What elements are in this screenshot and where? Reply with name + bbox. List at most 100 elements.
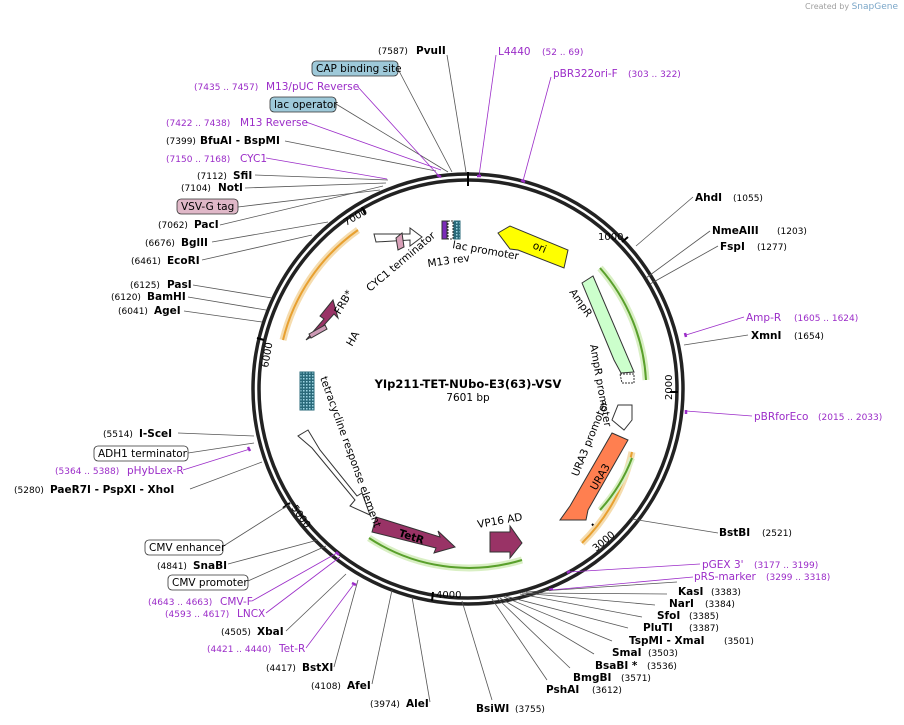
ori-label: ori — [531, 240, 548, 256]
primer-prs-name: pRS-marker — [694, 571, 757, 583]
leader-phyblex — [182, 448, 251, 471]
leader-xbai — [285, 573, 347, 632]
leader-iscei — [177, 432, 255, 437]
site-xhoi-name: PaeR7I - PspXI - XhoI — [50, 484, 174, 496]
leader-lac-operator — [335, 103, 449, 173]
leader-bfuai — [284, 140, 437, 172]
site-ecori-name: EcoRI — [167, 255, 200, 267]
primer-pbrforeco-name: pBRforEco — [754, 411, 808, 423]
tick-6000 — [256, 337, 265, 341]
tre-arrow — [297, 429, 371, 516]
ha-label: HA — [344, 329, 362, 349]
primer-mark-prs — [548, 587, 554, 592]
site-bsabi-name: BsaBI * — [595, 660, 638, 672]
leader-nari — [523, 592, 668, 595]
leader-noti — [244, 182, 387, 189]
credit-prefix: Created by — [805, 2, 850, 11]
plasmid-name: YIp211-TET-NUbo-E3(63)-VSV — [374, 377, 562, 391]
leader-cyc1 — [265, 157, 388, 180]
leader-xhoi — [189, 461, 263, 490]
vsv-g-mark — [395, 232, 405, 251]
primer-lncx-pos: (4593 .. 4617) — [165, 610, 229, 620]
site-fspi-pos: (1277) — [757, 243, 787, 253]
site-bstbi-name: BstBI — [719, 527, 750, 539]
site-nmeaiii-pos: (1203) — [777, 227, 807, 237]
primer-leader-lines — [182, 54, 753, 649]
cmv-promoter-label: CMV promoter — [172, 577, 248, 589]
primer-cmvf-pos: (4643 .. 4663) — [148, 598, 212, 608]
ura3-orf-inner-arc — [599, 457, 633, 511]
site-bmgbi-name: BmgBI — [573, 672, 611, 684]
ori-arrow — [497, 225, 569, 269]
primer-phyblex-pos: (5364 .. 5388) — [55, 467, 119, 477]
primer-ampr-pos: (1605 .. 1624) — [794, 314, 858, 324]
adh1-terminator-label: ADH1 terminator — [98, 448, 188, 460]
site-nari-name: NarI — [669, 598, 694, 610]
site-ecori-pos: (6461) — [131, 257, 161, 267]
m13-rev-label: M13 rev — [427, 252, 471, 270]
primer-mark-cmvf — [335, 551, 340, 556]
site-pasi-name: PasI — [167, 279, 192, 291]
site-ahdi-pos: (1055) — [733, 194, 763, 204]
primer-m13rev-pos: (7422 .. 7438) — [166, 119, 230, 129]
site-bglii-name: BglII — [181, 237, 208, 249]
tick-label-1000: 1000 — [598, 232, 623, 243]
tick-label-5000: 5000 — [289, 503, 313, 530]
frb-label: FRB* — [332, 288, 355, 316]
tetr-label: TetR — [397, 527, 425, 546]
site-bfuai-pos: (7399) — [166, 137, 196, 147]
leader-alei — [411, 596, 431, 703]
site-snabi-pos: (4841) — [157, 562, 187, 572]
leader-m13rev — [305, 121, 442, 171]
leader-tspmi — [504, 595, 629, 629]
site-xbai-pos: (4505) — [221, 628, 251, 638]
ampr-arrow — [581, 275, 635, 374]
vp16-ad-arrow — [489, 524, 523, 560]
site-iscei-pos: (5514) — [103, 430, 133, 440]
leader-ampr-primer — [685, 316, 745, 336]
site-kasi-pos: (3383) — [711, 588, 741, 598]
leader-l4440 — [478, 54, 497, 177]
leader-pbrforeco — [685, 410, 753, 417]
primer-pbr322ori-name: pBR322ori-F — [553, 68, 618, 80]
site-bstxi-name: BstXI — [302, 662, 333, 674]
boxed-labels: CAP binding site lac operator VSV-G tag … — [93, 60, 402, 591]
site-pshai-name: PshAI — [546, 684, 579, 696]
site-xhoi-pos: (5280) — [14, 486, 44, 496]
site-snabi-name: SnaBI — [193, 560, 227, 572]
site-bsiwi-name: BsiWI — [476, 703, 509, 715]
site-nari-pos: (3384) — [705, 600, 735, 610]
site-pvuii-name: PvuII — [416, 45, 446, 57]
site-noti-name: NotI — [218, 182, 243, 194]
site-bstxi-pos: (4417) — [266, 664, 296, 674]
leader-pvuii — [446, 54, 467, 173]
site-bglii-pos: (6676) — [145, 239, 175, 249]
lac-promoter-mark — [447, 220, 454, 240]
site-fspi-name: FspI — [720, 241, 745, 253]
site-bfuai-name: BfuAI - BspMI — [200, 135, 280, 147]
leader-tetr-primer — [305, 583, 355, 649]
leader-pshai — [491, 598, 548, 681]
lac-operator-box — [269, 96, 337, 113]
site-paci-pos: (7062) — [158, 221, 188, 231]
site-pshai-pos: (3612) — [592, 686, 622, 696]
site-tspmi-name: TspMI - XmaI — [629, 635, 705, 647]
leader-ecori — [201, 234, 313, 261]
site-noti-pos: (7104) — [181, 184, 211, 194]
primer-labels: L4440 (52 .. 69) pBR322ori-F (303 .. 322… — [55, 46, 882, 655]
leader-pbr322ori — [522, 76, 552, 182]
cmv-promoter-box — [167, 574, 249, 591]
site-bmgbi-pos: (3571) — [621, 674, 651, 684]
tick-4000 — [431, 591, 434, 602]
site-afei-pos: (4108) — [311, 682, 341, 692]
ura3-arrow — [559, 432, 629, 521]
leader-bstxi — [333, 579, 359, 668]
site-pluti-pos: (3387) — [689, 624, 719, 634]
primer-lncx-name: LNCX — [237, 608, 265, 620]
leader-nmeaiii — [645, 230, 711, 279]
site-bstbi-pos: (2521) — [762, 529, 792, 539]
site-pvuii-pos: (7587) — [378, 47, 408, 57]
site-alei-name: AleI — [406, 698, 429, 710]
plasmid-length: 7601 bp — [446, 392, 490, 404]
lac-operator-mark — [441, 220, 448, 240]
